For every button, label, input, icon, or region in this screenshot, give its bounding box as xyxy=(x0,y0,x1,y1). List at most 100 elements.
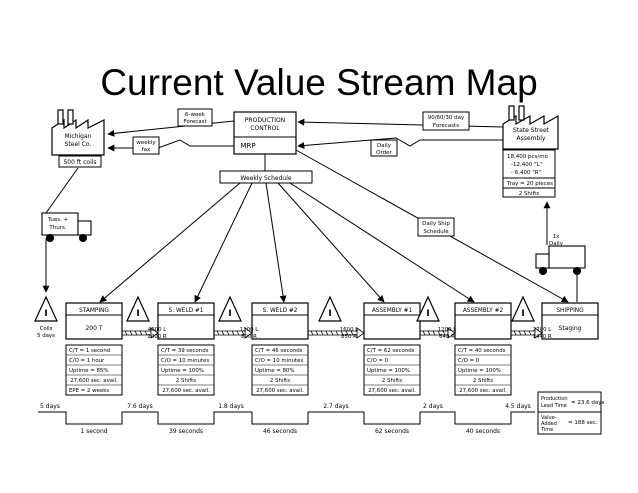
weekly-fax-line2: fax xyxy=(142,147,151,153)
inventory-qty-line1: 1600 L xyxy=(340,327,358,333)
inventory-triangle-icon xyxy=(34,295,58,322)
process-data-box xyxy=(251,344,309,396)
process-6: SHIPPING Staging xyxy=(541,302,599,340)
forecasts-90-line2: Forecasts xyxy=(433,123,459,129)
supplier-data-box xyxy=(58,155,102,168)
va-label-line1: Value- xyxy=(541,415,557,421)
timeline-wait: 2 days xyxy=(423,403,443,410)
timeline-wait: 5 days xyxy=(40,403,60,410)
process-data-box xyxy=(454,344,512,396)
forecasts-90-line1: 90/60/30 day xyxy=(428,115,465,121)
process-box xyxy=(363,302,421,340)
process-data-line: Uptime = 100% xyxy=(367,368,410,374)
lead-time-label-line2: Lead Time xyxy=(541,403,567,409)
customer-name-line2: Assembly xyxy=(517,135,546,142)
process-sub: 200 T xyxy=(85,325,102,332)
process-name: SHIPPING xyxy=(556,308,584,314)
customer-tray: Tray = 20 pieces xyxy=(506,181,553,187)
push-arrow-3 xyxy=(308,327,365,339)
timeline-wait: 2.7 days xyxy=(323,403,349,410)
process-box xyxy=(454,302,512,340)
process-data-line: 27,600 sec. avail. xyxy=(70,378,118,384)
inventory-qty-line2: 600 R xyxy=(241,334,257,340)
process-data-line: 2 Shifts xyxy=(382,378,402,384)
timeline-processing: 1 second xyxy=(80,428,107,435)
timeline-wait: 1.8 days xyxy=(218,403,244,410)
process-data-line: C/O = 10 minutes xyxy=(161,358,209,364)
process-data-line: EPE = 2 weeks xyxy=(69,388,109,394)
va-label-line3: Time xyxy=(540,427,553,433)
timeline-processing: 40 seconds xyxy=(466,428,500,435)
inventory-triangle-icon xyxy=(511,295,535,322)
process-data-line: 27,600 sec. avail. xyxy=(256,388,304,394)
weekly-fax-box xyxy=(132,136,160,155)
inventory-triangle-icon xyxy=(218,295,242,322)
process-box xyxy=(251,302,309,340)
customer-demand-3: - 6,400 "R" xyxy=(511,170,541,176)
inventory-qty-line2: 640 R xyxy=(439,334,455,340)
forecast-6week-box xyxy=(177,108,213,127)
inventory-glyph: I xyxy=(328,309,331,319)
process-data-line: C/O = 1 hour xyxy=(69,358,105,364)
inventory-qty-line2: 1440 R xyxy=(532,334,551,340)
weekly-schedule-label: Weekly Schedule xyxy=(240,175,291,182)
process-name: STAMPING xyxy=(79,308,109,314)
timeline-processing: 62 seconds xyxy=(375,428,409,435)
timeline-wait: 7.6 days xyxy=(127,403,153,410)
supplier-name-line2: Steel Co. xyxy=(65,141,92,148)
supplier-data: 500 ft coils xyxy=(63,159,96,166)
inventory-glyph: I xyxy=(426,309,429,319)
daily-order-line1: Daily xyxy=(377,143,392,149)
va-value: = 188 sec. xyxy=(568,420,598,426)
forecast-6week-line1: 6-week xyxy=(185,112,206,118)
mrp-label: MRP xyxy=(240,142,255,150)
customer-shifts: 2 Shifts xyxy=(519,191,540,197)
inventory-glyph: I xyxy=(521,309,524,319)
process-data-line: C/T = 62 seconds xyxy=(367,348,415,354)
process-data-line: C/O = 0 xyxy=(367,358,389,364)
inventory-triangle-icon xyxy=(318,295,342,322)
daily-ship-schedule-box xyxy=(417,217,455,237)
process-data-line: 2 Shifts xyxy=(176,378,196,384)
process-data-line: C/T = 40 seconds xyxy=(458,348,506,354)
inventory-triangle-icon xyxy=(126,295,150,322)
customer-data-box xyxy=(502,149,556,198)
process-data-line: Uptime = 100% xyxy=(458,368,501,374)
process-data-line: 2 Shifts xyxy=(473,378,493,384)
process-data-box xyxy=(65,344,123,396)
process-data-line: C/O = 10 minutes xyxy=(255,358,303,364)
process-data-line: Uptime = 100% xyxy=(161,368,204,374)
daily-ship-line2: Schedule xyxy=(423,229,449,235)
customer-delivery-line1: 1x xyxy=(553,234,560,240)
process-name: ASSEMBLY #2 xyxy=(463,308,504,314)
production-control-title-line2: CONTROL xyxy=(250,125,280,132)
inventory-glyph: I xyxy=(44,309,47,319)
process-name: ASSEMBLY #1 xyxy=(372,308,413,314)
push-arrow-2 xyxy=(214,327,253,339)
timeline-wait: 4.5 days xyxy=(505,403,531,410)
inventory-qty-line2: 2400 R xyxy=(147,334,166,340)
supplier-delivery-line1: Tues. + xyxy=(47,217,69,223)
inventory-qty-line1: 1200 L xyxy=(438,327,456,333)
process-box xyxy=(65,302,123,340)
customer-demand-1: 18,400 pcs/mo xyxy=(507,154,549,160)
supplier-delivery-line2: Thurs. xyxy=(48,225,66,231)
process-data-line: 27,600 sec. avail. xyxy=(162,388,210,394)
process-data-line: Uptime = 80% xyxy=(255,368,294,374)
slide-title: Current Value Stream Map xyxy=(100,62,538,103)
daily-order-line2: Order xyxy=(376,150,392,156)
process-data-line: C/O = 0 xyxy=(458,358,480,364)
process-sub: Staging xyxy=(559,325,582,332)
inventory-qty-line2: 5 days xyxy=(37,333,55,339)
push-arrow-4 xyxy=(420,327,456,339)
inventory-qty-line1: 4600 L xyxy=(148,327,166,333)
